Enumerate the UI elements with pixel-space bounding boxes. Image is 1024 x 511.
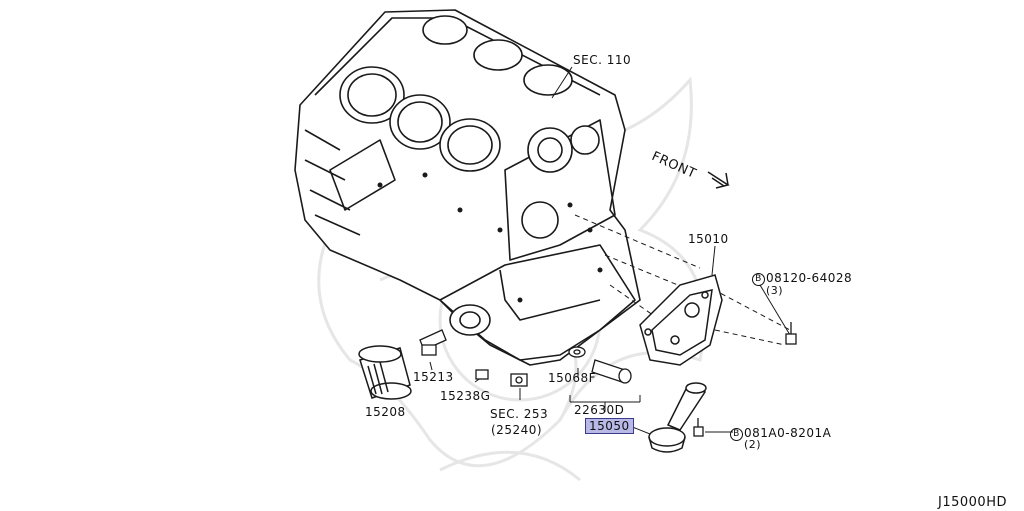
label-08120-64028: 08120-64028 xyxy=(766,271,853,285)
leader-lines xyxy=(429,66,791,437)
label-15010: 15010 xyxy=(688,232,729,246)
bolt-b-circle-icon: B xyxy=(730,428,743,441)
label-sec-253: SEC. 253 xyxy=(490,407,549,421)
label-sec-110: SEC. 110 xyxy=(573,53,632,67)
oil-pump-part-15010 xyxy=(639,274,723,366)
projection-lines xyxy=(574,214,791,346)
label-081a0-8201a: 081A0-8201A xyxy=(744,426,832,440)
label-22630d: 22630D xyxy=(574,403,625,417)
label-15213: 15213 xyxy=(413,370,454,384)
label-15050-highlighted[interactable]: 15050 xyxy=(585,418,634,434)
bolt-081a0 xyxy=(693,418,704,437)
oil-strainer-part-15050 xyxy=(648,382,707,453)
label-25240: (25240) xyxy=(491,423,543,437)
bolt-08120 xyxy=(785,322,797,345)
fitting-part-15238g xyxy=(475,369,489,380)
pressure-switch-sec-253 xyxy=(510,373,528,387)
label-15238g: 15238G xyxy=(440,389,491,403)
front-arrow-icon xyxy=(707,171,730,189)
label-qty-3: (3) xyxy=(766,284,784,297)
label-qty-2: (2) xyxy=(744,438,762,451)
diagram-code: J15000HD xyxy=(938,495,1007,510)
stud-part-15213 xyxy=(419,329,447,356)
sensor-part-22630d xyxy=(591,359,632,384)
label-15050[interactable]: 15050 xyxy=(585,418,634,434)
bolt-b-circle-icon: B xyxy=(752,273,765,286)
washer-part-15068f xyxy=(568,346,586,358)
label-15068f: 15068F xyxy=(548,371,597,385)
oil-filter-part-15208 xyxy=(358,345,412,400)
engine-block xyxy=(294,9,641,366)
label-15208: 15208 xyxy=(365,405,406,419)
